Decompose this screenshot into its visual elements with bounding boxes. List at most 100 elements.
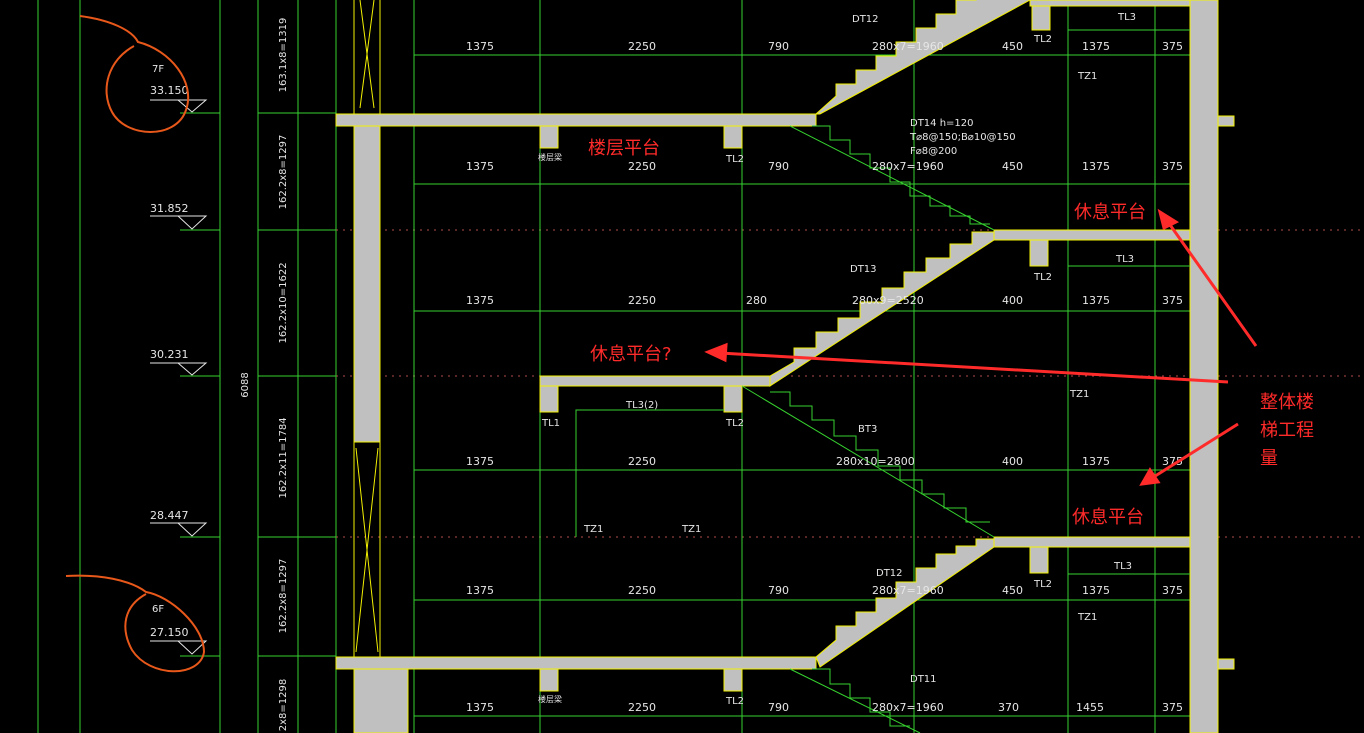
svg-text:TL2: TL2: [725, 154, 744, 165]
svg-text:375: 375: [1162, 40, 1183, 53]
svg-text:TZ1: TZ1: [681, 524, 701, 535]
elevation-markers: [150, 99, 208, 655]
svg-text:375: 375: [1162, 160, 1183, 173]
vdim-4: 162.2x11=1784: [278, 417, 289, 498]
annotation-rest-platform-1: 休息平台: [1074, 202, 1146, 223]
floor-7f-elev: 33.150: [150, 84, 189, 97]
dim-row-1: 1375 2250 790 280x7=1960 450 1375 375: [466, 40, 1183, 53]
svg-text:280x9=2520: 280x9=2520: [852, 294, 924, 307]
left-wall: [353, 0, 409, 733]
elevation-lines: [180, 112, 336, 657]
svg-text:楼层梁: 楼层梁: [538, 694, 562, 704]
floor-6f-elev: 27.150: [150, 626, 189, 639]
svg-text:F⌀8@200: F⌀8@200: [910, 146, 957, 157]
svg-text:280x7=1960: 280x7=1960: [872, 701, 944, 714]
svg-text:2250: 2250: [628, 40, 656, 53]
floor-6f-name: 6F: [152, 604, 164, 615]
elev-mid-2: 30.231: [150, 348, 189, 361]
svg-text:T⌀8@150;B⌀10@150: T⌀8@150;B⌀10@150: [909, 132, 1016, 143]
vdim-6: 2x8=1298: [278, 679, 289, 731]
vdim-3: 162.2x10=1622: [278, 262, 289, 343]
svg-text:280x7=1960: 280x7=1960: [872, 160, 944, 173]
svg-text:450: 450: [1002, 40, 1023, 53]
flight-dt13: [769, 231, 995, 387]
svg-text:2250: 2250: [628, 584, 656, 597]
flight-dt12-lower: [815, 538, 995, 668]
svg-text:375: 375: [1162, 584, 1183, 597]
svg-text:1375: 1375: [466, 40, 494, 53]
svg-text:DT13: DT13: [850, 264, 877, 275]
component-labels: DT12 TL3 TL2 TZ1 DT14 h=120 T⌀8@150;B⌀10…: [538, 12, 1136, 707]
svg-text:2250: 2250: [628, 455, 656, 468]
right-wall: [1189, 0, 1219, 733]
vdim-1: 163.1x8=1319: [278, 18, 289, 93]
svg-text:DT12: DT12: [852, 14, 879, 25]
svg-text:790: 790: [768, 701, 789, 714]
svg-text:280x7=1960: 280x7=1960: [872, 40, 944, 53]
svg-text:790: 790: [768, 40, 789, 53]
svg-text:TZ1: TZ1: [1077, 71, 1097, 82]
svg-text:2250: 2250: [628, 701, 656, 714]
svg-text:TL1: TL1: [541, 418, 560, 429]
svg-text:375: 375: [1162, 294, 1183, 307]
svg-text:1375: 1375: [1082, 40, 1110, 53]
vdim-2: 162.2x8=1297: [278, 135, 289, 210]
svg-text:TZ1: TZ1: [1069, 389, 1089, 400]
svg-text:400: 400: [1002, 455, 1023, 468]
svg-text:1375: 1375: [466, 584, 494, 597]
svg-text:TL2: TL2: [725, 418, 744, 429]
svg-text:790: 790: [768, 160, 789, 173]
svg-text:375: 375: [1162, 701, 1183, 714]
svg-text:TL2: TL2: [725, 696, 744, 707]
annotation-rest-platform-question: 休息平台?: [590, 344, 672, 365]
svg-text:TZ1: TZ1: [583, 524, 603, 535]
svg-text:TL3(2): TL3(2): [625, 400, 658, 411]
annotation-whole-stair-2: 梯工程: [1260, 420, 1314, 441]
vdim-5: 162.2x8=1297: [278, 559, 289, 634]
rest-landing-upper: [993, 229, 1191, 267]
svg-text:1455: 1455: [1076, 701, 1104, 714]
svg-text:TL3: TL3: [1117, 12, 1136, 23]
floor-slab-7f: [335, 113, 1235, 149]
svg-text:1375: 1375: [466, 160, 494, 173]
svg-text:TL2: TL2: [1033, 272, 1052, 283]
svg-text:1375: 1375: [1082, 160, 1110, 173]
annotation-arrows: [704, 208, 1258, 486]
svg-text:1375: 1375: [1082, 294, 1110, 307]
svg-text:DT11: DT11: [910, 674, 937, 685]
svg-text:375: 375: [1162, 455, 1183, 468]
svg-text:2250: 2250: [628, 294, 656, 307]
svg-text:BT3: BT3: [858, 424, 877, 435]
svg-text:1375: 1375: [466, 294, 494, 307]
svg-text:TL3: TL3: [1115, 254, 1134, 265]
svg-text:1375: 1375: [466, 701, 494, 714]
svg-text:370: 370: [998, 701, 1019, 714]
svg-text:DT12: DT12: [876, 568, 903, 579]
total-height-dim: 6088: [240, 372, 251, 397]
svg-text:2250: 2250: [628, 160, 656, 173]
elev-mid-3: 28.447: [150, 509, 189, 522]
svg-text:1375: 1375: [1082, 584, 1110, 597]
dim-row-4: 1375 2250 280x10=2800 400 1375 375: [466, 455, 1183, 468]
dimension-lines: [414, 54, 1190, 717]
svg-text:280: 280: [746, 294, 767, 307]
svg-text:TZ1: TZ1: [1077, 612, 1097, 623]
rest-landing-middle: [539, 375, 771, 413]
svg-text:1375: 1375: [466, 455, 494, 468]
svg-text:楼层梁: 楼层梁: [538, 152, 562, 162]
flight-dt12-top: [814, 0, 1031, 115]
dim-row-3: 1375 2250 280 280x9=2520 400 1375 375: [466, 294, 1183, 307]
annotation-whole-stair-3: 量: [1260, 448, 1278, 469]
svg-text:DT14 h=120: DT14 h=120: [910, 118, 974, 129]
svg-text:1375: 1375: [1082, 455, 1110, 468]
dim-row-6: 1375 2250 790 280x7=1960 370 1455 375: [466, 701, 1183, 714]
svg-text:TL3: TL3: [1113, 561, 1132, 572]
annotation-rest-platform-2: 休息平台: [1072, 507, 1144, 528]
svg-text:450: 450: [1002, 584, 1023, 597]
section-grid-lines: [413, 0, 1191, 733]
svg-text:400: 400: [1002, 294, 1023, 307]
svg-text:TL2: TL2: [1033, 34, 1052, 45]
tl3-beam-outlines: [575, 29, 1190, 657]
dim-row-5: 1375 2250 790 280x7=1960 450 1375 375: [466, 584, 1183, 597]
